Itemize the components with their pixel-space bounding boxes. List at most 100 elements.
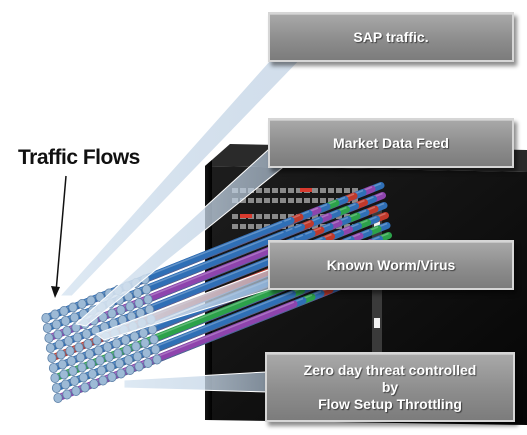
market-data-callout: Market Data Feed [268,118,514,168]
flow-pipe-end [65,345,75,356]
switch-port [288,198,294,203]
flow-pipe-highlight [56,291,293,387]
switch-port-led [300,188,312,192]
switch-port [280,198,286,203]
flow-pipe-end [84,348,95,359]
flow-pipe-end [71,385,81,396]
flow-pipe-end [95,355,105,366]
flow-pipe-end [87,368,98,379]
flow-pipe-end [60,379,71,390]
switch-port [232,214,238,219]
flow-pipe-end [107,308,117,319]
switch-port [272,214,278,219]
flow-pipe-end [54,339,65,350]
flow-pipe-end [150,344,161,355]
flow-pipe-end [125,364,135,375]
flow-pipe-end [140,337,150,348]
flow-pipe-end [86,358,96,369]
switch-port [304,198,310,203]
switch-port [312,198,318,203]
flow-pipe-end [132,287,143,298]
switch-port [352,188,358,193]
flow-pipe-end [83,338,93,349]
flow-pipe-end [68,365,78,376]
flow-pipe-end [98,375,108,386]
flow-pipe-end [143,357,153,368]
flow-pipe-end [134,297,144,308]
flow-pipe-end [53,329,63,340]
switch-port [256,214,262,219]
flow-pipe-end [51,382,62,393]
switch-port [272,198,278,203]
switch-port [280,214,286,219]
flow-pipe-end [56,349,66,360]
flow-pipe-highlight [57,301,295,397]
switch-port [232,224,238,229]
flow-pipe-highlight [45,221,283,317]
switch-port [280,188,286,193]
flow-pipe-end [90,325,101,336]
switch-port-led [240,214,252,218]
flow-pipe-end [129,331,140,342]
switch-port [320,198,326,203]
flow-pipe-highlight [50,251,287,347]
flow-pipe-end [141,284,152,295]
switch-port [256,198,262,203]
flow-pipe-end [42,322,53,333]
flow-pipe-end [77,298,87,309]
flow-pipe-end [69,312,80,323]
flow-pipe-end [134,361,144,372]
flow-pipe-highlight [47,231,284,327]
flow-pipe-end [125,301,135,312]
callout-beams [58,57,302,393]
flow-pipe-end [131,341,141,352]
switch-port [320,188,326,193]
flow-pipe-end [77,362,87,373]
switch-port [312,214,318,219]
flow-pipe-end [93,345,104,356]
switch-status-led [374,218,380,228]
switch-port [248,198,254,203]
switch-port [240,198,246,203]
flow-pipe-end [113,348,123,359]
flow-pipe-end [75,352,86,363]
flow-pipe-end [138,327,149,338]
zero-day-text-line-2: by [381,378,399,395]
flow-pipe-end [41,312,51,323]
flow-pipe-end [44,332,54,343]
flow-pipe-end [80,382,90,393]
flow-pipe-end [60,315,71,326]
traffic-flow-pipe-ends [41,274,162,403]
flow-pipe-end [59,369,69,380]
flow-pipe-end [62,325,72,336]
flow-pipe-end [45,342,56,353]
flow-pipe-end [111,338,122,349]
flow-pipe-end [92,335,102,346]
flow-pipe-end [66,355,77,366]
switch-port [312,224,318,229]
flow-pipe-end [81,328,92,339]
flow-pipe-end [107,371,117,382]
switch-port [312,188,318,193]
flow-pipe-end [50,309,60,320]
switch-port [288,224,294,229]
flow-pipe-end [57,359,68,370]
switch-port [344,188,350,193]
flow-pipe-end [71,322,81,333]
flow-pipe-end [53,392,63,403]
flow-pipe-end [59,305,69,316]
flow-pipe-end [62,389,72,400]
flow-pipe-end [74,342,84,353]
traffic-flows-arrow [51,175,67,298]
flow-pipe-end [143,294,153,305]
flow-pipe-end [114,358,125,369]
known-worm-text: Known Worm/Virus [326,256,456,273]
switch-port [240,224,246,229]
flow-pipe-end [116,368,126,379]
market-data-text: Market Data Feed [333,134,449,151]
zeroday-beam [123,371,269,393]
flow-pipe-end [116,304,126,315]
flow-pipe-end [152,354,162,365]
switch-port [352,198,358,203]
